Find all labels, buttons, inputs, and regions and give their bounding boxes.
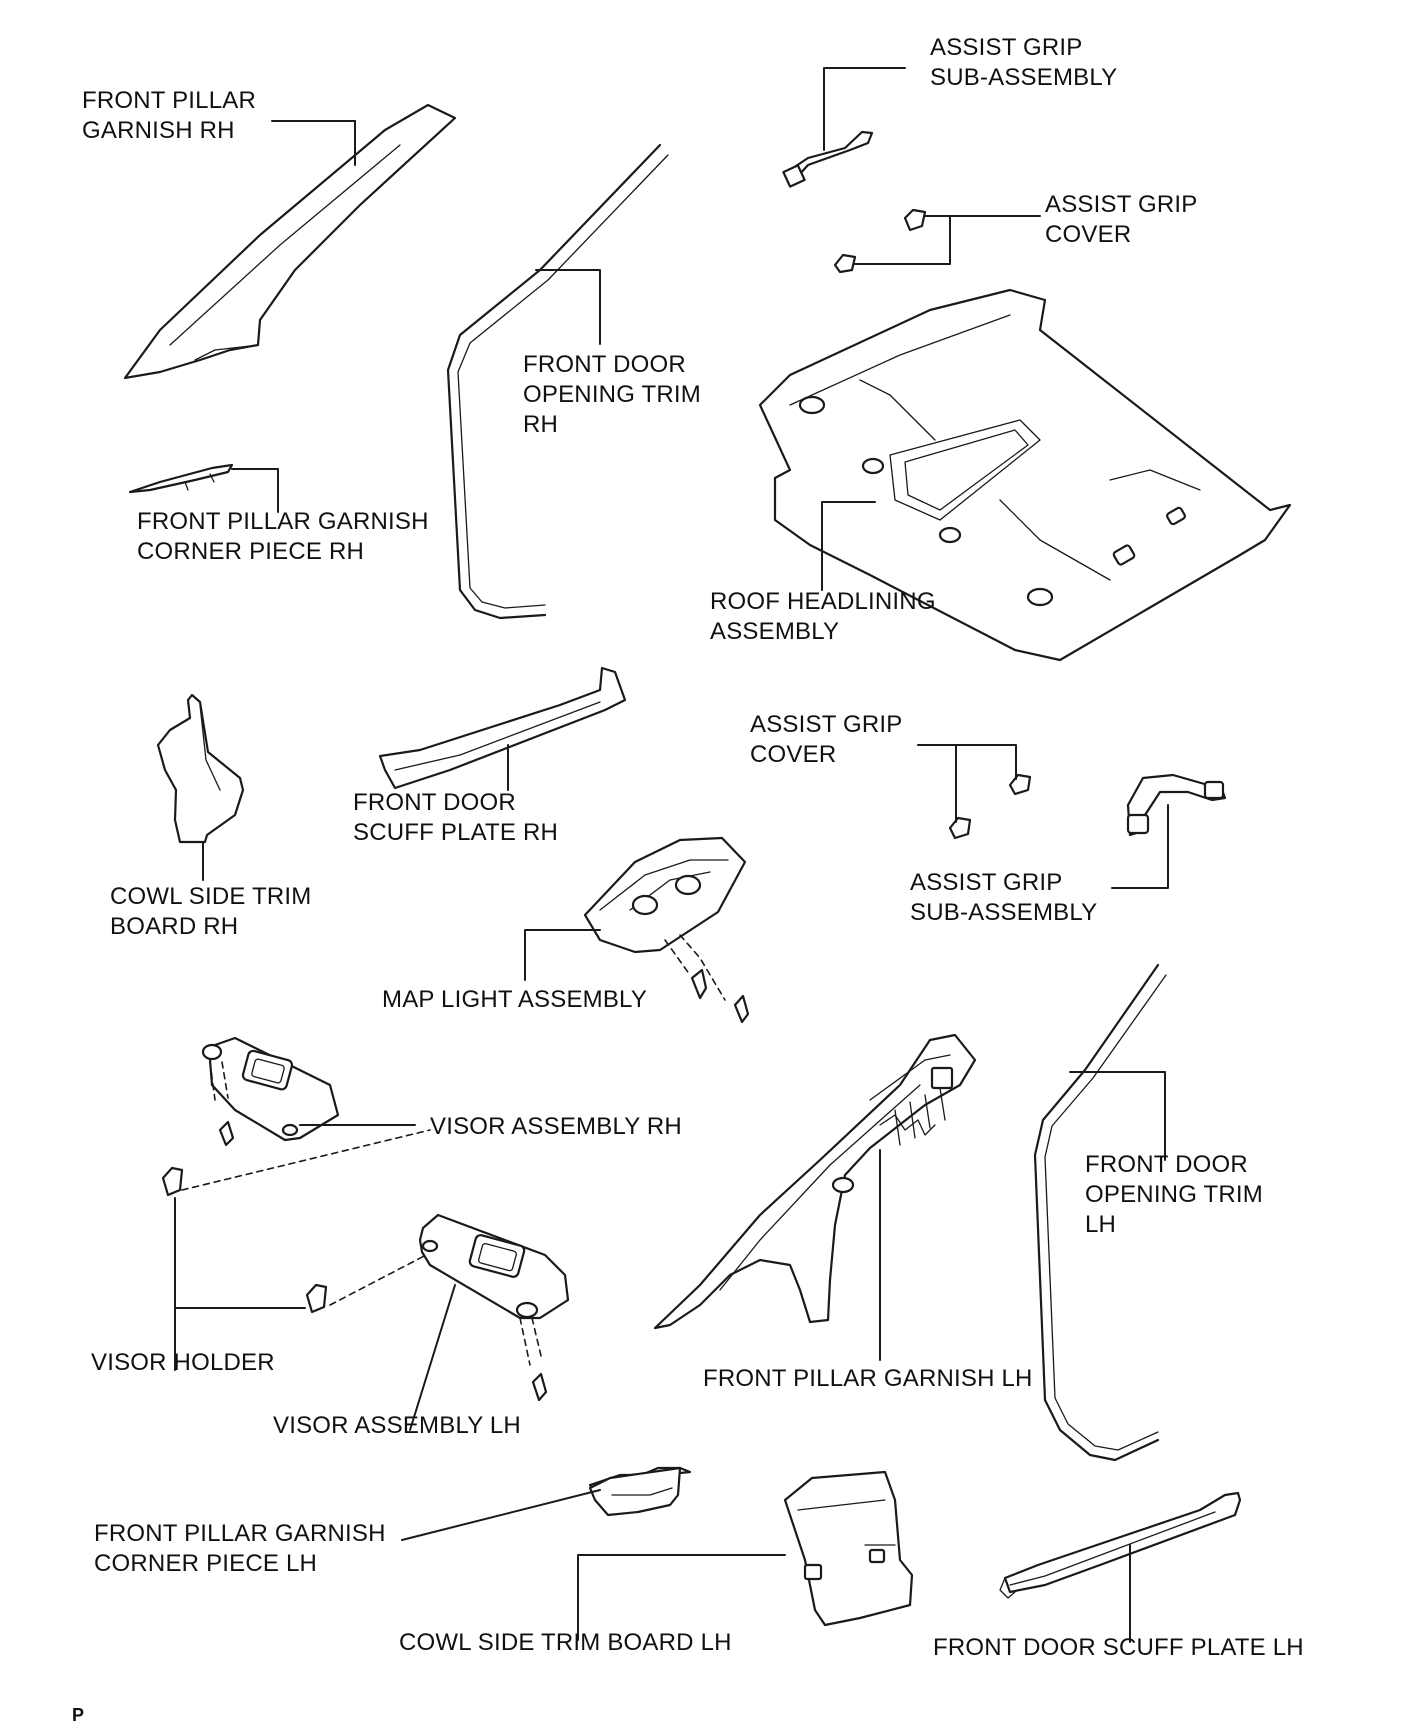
assist-grip-sub-assembly-mid-part [1111,773,1227,889]
front-door-opening-trim-lh-part [1033,963,1167,1462]
label-front-pillar-garnish-corner-piece-lh: FRONT PILLAR GARNISH CORNER PIECE LH [94,1520,386,1577]
label-front-door-scuff-plate-rh: FRONT DOOR SCUFF PLATE RH [353,789,559,846]
label-visor-assembly-rh: VISOR ASSEMBLY RH [430,1113,682,1140]
label-visor-holder: VISOR HOLDER [91,1349,275,1376]
label-front-pillar-garnish-rh: FRONT PILLAR GARNISH RH [82,87,256,144]
front-pillar-garnish-corner-piece-rh-part [128,463,279,513]
label-front-pillar-garnish-lh: FRONT PILLAR GARNISH LH [703,1365,1033,1392]
map-light-assembly-part [524,836,750,1024]
assist-grip-cover-mid-parts [917,744,1032,840]
label-roof-headlining-assembly: ROOF HEADLINING ASSEMBLY [710,588,936,645]
visor-holder-parts [161,1129,431,1371]
assist-grip-cover-top-parts [833,208,1041,274]
front-pillar-garnish-corner-piece-lh-part [401,1466,692,1541]
roof-headlining-assembly-part [758,288,1292,662]
label-visor-assembly-lh: VISOR ASSEMBLY LH [273,1412,521,1439]
label-front-door-scuff-plate-lh: FRONT DOOR SCUFF PLATE LH [933,1634,1304,1661]
label-assist-grip-sub-assembly-mid: ASSIST GRIP SUB-ASSEMBLY [910,869,1098,926]
assist-grip-sub-assembly-top-part [782,67,906,188]
label-front-door-opening-trim-lh: FRONT DOOR OPENING TRIM LH [1085,1151,1263,1238]
figure-code: P [72,1705,85,1725]
label-assist-grip-cover-top: ASSIST GRIP COVER [1045,191,1198,248]
visor-assembly-lh-part [409,1213,570,1431]
visor-assembly-rh-part [201,1036,416,1147]
label-front-door-opening-trim-rh: FRONT DOOR OPENING TRIM RH [523,351,701,438]
label-assist-grip-sub-assembly-top: ASSIST GRIP SUB-ASSEMBLY [930,34,1118,91]
label-front-pillar-garnish-corner-piece-rh: FRONT PILLAR GARNISH CORNER PIECE RH [137,508,429,565]
front-pillar-garnish-rh-part [123,103,457,380]
front-pillar-garnish-lh-part [653,1033,977,1361]
label-map-light-assembly: MAP LIGHT ASSEMBLY [382,986,648,1013]
cowl-side-trim-board-rh-part [156,693,245,881]
front-door-opening-trim-rh-part [446,143,669,620]
label-cowl-side-trim-board-rh: COWL SIDE TRIM BOARD RH [110,883,312,940]
label-cowl-side-trim-board-lh: COWL SIDE TRIM BOARD LH [399,1629,732,1656]
cowl-side-trim-board-lh-part [577,1470,914,1641]
front-door-scuff-plate-rh-part [378,666,627,791]
label-assist-grip-cover-mid: ASSIST GRIP COVER [750,711,903,768]
front-door-scuff-plate-lh-part [999,1491,1242,1643]
